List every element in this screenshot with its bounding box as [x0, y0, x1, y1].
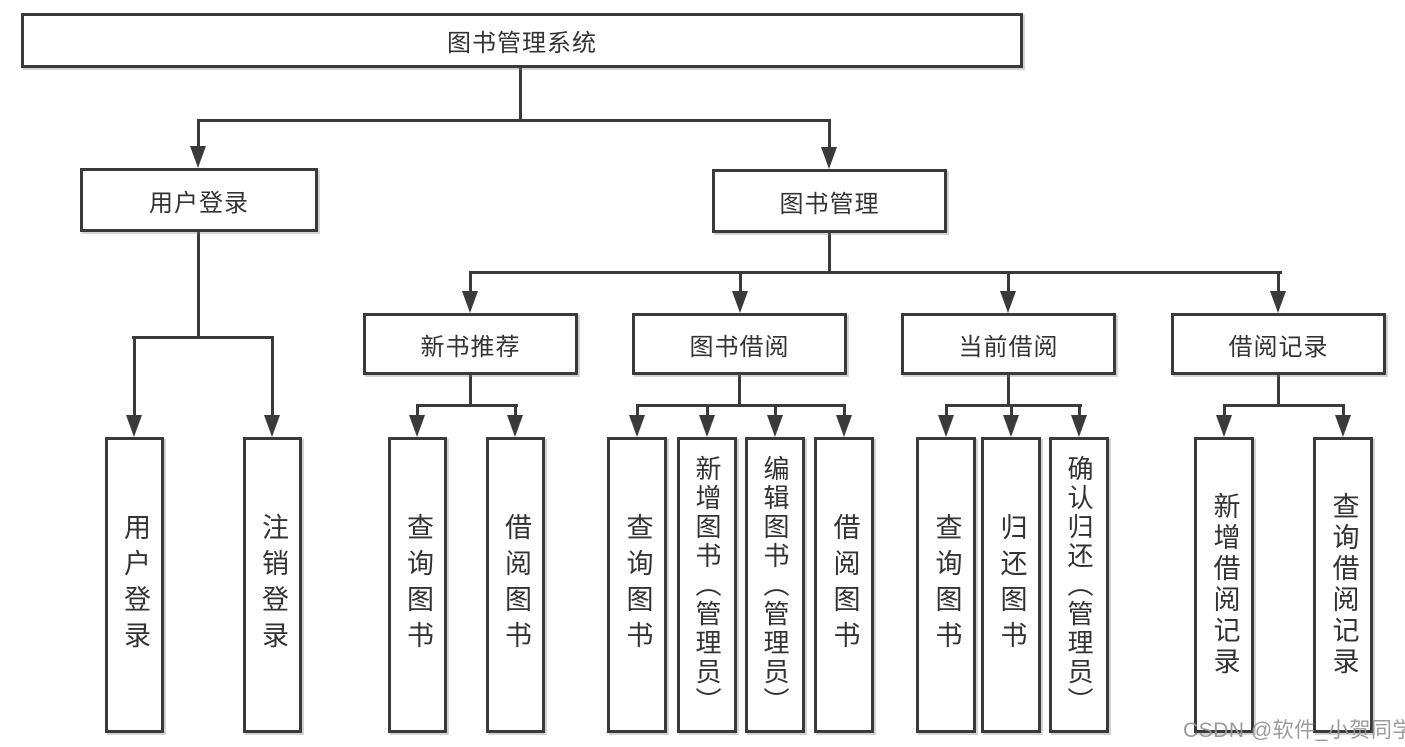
- arrow-down-icon: [126, 415, 142, 437]
- connector-vline: [945, 404, 948, 417]
- node-label: 借阅图书: [829, 513, 860, 657]
- arrow-down-icon: [836, 415, 852, 437]
- node-edit-books-admin: 编辑图书（管理员）: [745, 437, 805, 733]
- node-label: 图书管理系统: [447, 30, 597, 57]
- node-label: 用户登录: [149, 189, 249, 217]
- connector-vline: [739, 271, 742, 293]
- connector-vline: [1223, 404, 1226, 417]
- node-label: 确认归还（管理员）: [1064, 454, 1094, 716]
- arrow-down-icon: [1000, 291, 1016, 313]
- node-label: 当前借阅: [958, 333, 1059, 361]
- arrow-down-icon: [821, 147, 837, 169]
- node-label: 新增图书（管理员）: [692, 454, 722, 716]
- arrow-down-icon: [1335, 415, 1351, 437]
- connector-hline: [197, 119, 831, 122]
- arrow-down-icon: [1071, 415, 1087, 437]
- connector-vline: [843, 404, 846, 417]
- node-borrowing-records: 借阅记录: [1171, 313, 1386, 375]
- node-current-borrowing: 当前借阅: [901, 313, 1116, 375]
- csdn-watermark: CSDN @软件_小贺同学: [1183, 719, 1405, 742]
- node-label: 编辑图书（管理员）: [760, 454, 790, 716]
- node-borrow-books: 借阅图书: [814, 437, 874, 733]
- connector-vline: [1007, 373, 1010, 406]
- node-confirm-return-admin: 确认归还（管理员）: [1049, 437, 1109, 733]
- connector-vline: [1277, 373, 1280, 406]
- connector-hline: [469, 271, 1282, 274]
- node-library-management-system: 图书管理系统: [21, 13, 1023, 68]
- connector-vline: [519, 65, 522, 120]
- node-label: 查询图书: [403, 513, 433, 657]
- connector-hline: [416, 404, 518, 407]
- node-user-login: 用户登录: [80, 168, 318, 232]
- node-label: 查询图书: [931, 513, 962, 657]
- node-add-books-admin: 新增图书（管理员）: [677, 437, 737, 733]
- arrow-down-icon: [1003, 415, 1019, 437]
- node-logout-action: 注销登录: [243, 437, 302, 733]
- connector-vline: [828, 231, 831, 273]
- connector-vline: [636, 404, 639, 417]
- node-book-management: 图书管理: [712, 169, 947, 233]
- connector-vline: [133, 336, 136, 416]
- arrow-down-icon: [264, 415, 280, 437]
- node-query-books: 查询图书: [388, 437, 447, 733]
- arrow-down-icon: [409, 415, 425, 437]
- connector-vline: [514, 404, 517, 417]
- connector-hline: [1223, 404, 1345, 407]
- node-query-borrow-record: 查询借阅记录: [1313, 437, 1373, 733]
- node-label: 新增借阅记录: [1209, 492, 1240, 678]
- connector-hline: [636, 404, 846, 407]
- arrow-down-icon: [1216, 415, 1232, 437]
- node-new-book-recommendation: 新书推荐: [363, 313, 578, 375]
- node-query-books: 查询图书: [916, 437, 976, 733]
- connector-hline: [945, 404, 1082, 407]
- arrow-down-icon: [767, 415, 783, 437]
- connector-vline: [828, 119, 831, 149]
- arrow-down-icon: [699, 415, 715, 437]
- node-label: 借阅图书: [501, 513, 531, 657]
- connector-hline: [132, 336, 274, 339]
- node-label: 注销登录: [258, 513, 288, 657]
- arrow-down-icon: [507, 415, 523, 437]
- arrow-down-icon: [629, 415, 645, 437]
- node-label: 用户登录: [120, 513, 150, 657]
- connector-vline: [706, 404, 709, 417]
- node-borrow-books: 借阅图书: [486, 437, 545, 733]
- node-label: 图书管理: [779, 190, 880, 218]
- node-add-borrow-record: 新增借阅记录: [1194, 437, 1254, 733]
- connector-vline: [1010, 404, 1013, 417]
- node-label: 查询借阅记录: [1328, 492, 1359, 678]
- connector-vline: [774, 404, 777, 417]
- arrow-down-icon: [462, 291, 478, 313]
- node-label: 借阅记录: [1228, 333, 1329, 361]
- connector-vline: [469, 271, 472, 293]
- connector-vline: [738, 373, 741, 406]
- connector-vline: [1007, 271, 1010, 293]
- connector-vline: [416, 404, 419, 417]
- arrow-down-icon: [190, 146, 206, 168]
- arrow-down-icon: [1270, 291, 1286, 313]
- connector-vline: [1342, 404, 1345, 417]
- node-label: 图书借阅: [689, 333, 790, 361]
- node-book-borrowing: 图书借阅: [632, 313, 847, 375]
- connector-vline: [197, 231, 200, 338]
- node-label: 归还图书: [996, 513, 1027, 657]
- connector-vline: [469, 373, 472, 406]
- node-label: 查询图书: [622, 513, 653, 657]
- node-return-books: 归还图书: [981, 437, 1041, 733]
- node-label: 新书推荐: [420, 333, 521, 361]
- connector-vline: [1078, 404, 1081, 417]
- node-query-books: 查询图书: [607, 437, 667, 733]
- connector-vline: [271, 336, 274, 416]
- arrow-down-icon: [938, 415, 954, 437]
- connector-vline: [197, 119, 200, 149]
- node-user-login-action: 用户登录: [105, 437, 164, 733]
- arrow-down-icon: [732, 291, 748, 313]
- connector-vline: [1277, 271, 1280, 293]
